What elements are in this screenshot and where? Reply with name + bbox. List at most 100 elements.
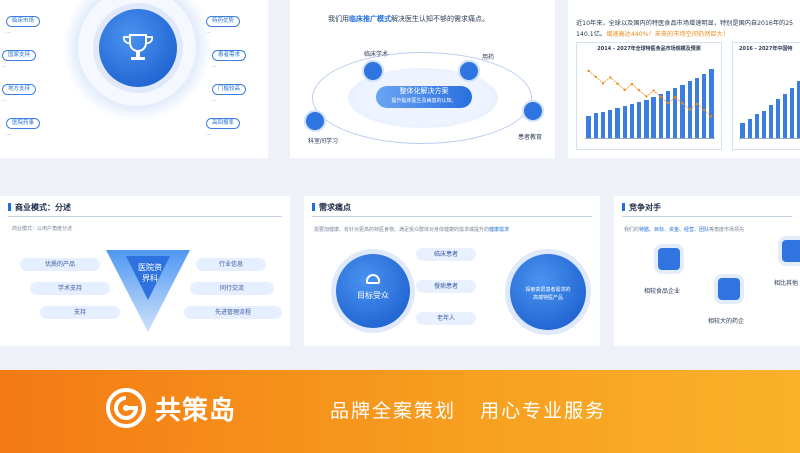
chart2-panel: 2016 - 2027年中国特 bbox=[732, 42, 800, 150]
solution-box: 整体化解决方案 提升临床医生及病患的认知。 bbox=[376, 86, 472, 108]
slide5-header: 需求痛点 bbox=[312, 202, 351, 213]
slogan: 品牌全案策划 用心专业服务 bbox=[330, 400, 607, 422]
growth-point bbox=[681, 102, 684, 105]
center-badge bbox=[99, 9, 177, 87]
chart-bar bbox=[740, 122, 745, 138]
growth-point bbox=[688, 108, 691, 111]
slide5-intro: 需要加健康、有针对更高的特医食物、满足受众群体对身体健康的需求或提升的健康需求 bbox=[314, 227, 510, 233]
growth-point bbox=[616, 82, 619, 85]
model-pill-left: 支持 bbox=[40, 306, 120, 319]
audience-pill: 老年人 bbox=[416, 312, 476, 325]
chart-bar bbox=[644, 99, 649, 138]
node-patient: 患者教育 bbox=[518, 134, 543, 141]
slide6-rule bbox=[622, 216, 792, 217]
chart-bar bbox=[637, 102, 642, 138]
slide-competitors: 竞争对手 我们的特膳、目标、资金、经营、团队等角度市场领先 相较食品企业 相较大… bbox=[614, 196, 800, 346]
growth-line bbox=[587, 69, 713, 118]
clinical-icon bbox=[362, 60, 384, 82]
chart-bar bbox=[790, 88, 795, 138]
feature-desc: ... bbox=[6, 29, 11, 35]
node-dept: 科室间学习 bbox=[308, 138, 339, 145]
growth-point bbox=[702, 108, 706, 112]
chart-bar bbox=[608, 109, 613, 138]
chart-bar bbox=[702, 73, 707, 138]
slide-demand-pain: 需求痛点 需要加健康、有针对更高的特医食物、满足受众群体对身体健康的需求或提升的… bbox=[304, 196, 600, 346]
slide5-rule bbox=[312, 216, 592, 217]
competitor-card-3: 相比其他 bbox=[774, 280, 799, 287]
slide6-intro: 我们的特膳、目标、资金、经营、团队等角度市场领先 bbox=[624, 227, 745, 233]
feature-desc: ... bbox=[2, 97, 7, 103]
chart-bar bbox=[673, 87, 678, 138]
slide2-title: 我们用临床推广模式解决医生认知不够的需求痛点。 bbox=[328, 15, 489, 23]
growth-point bbox=[594, 75, 598, 79]
market-text-2: 140.1亿。增速高达440%！未来的市场空间仍然巨大！ bbox=[576, 31, 729, 38]
feature-tag: 临床市场 bbox=[6, 16, 41, 27]
chart1-plot bbox=[585, 59, 715, 139]
users-icon bbox=[366, 274, 380, 284]
node-medicine: 用药 bbox=[482, 54, 495, 61]
brand-footer: 共策岛 品牌全案策划 用心专业服务 bbox=[0, 370, 800, 453]
competitor-card-1-icon bbox=[658, 248, 680, 270]
audience-pill: 慢病患者 bbox=[416, 280, 476, 293]
patient-icon bbox=[522, 100, 544, 122]
chart-bar bbox=[694, 78, 700, 138]
chart2-title: 2016 - 2027年中国特 bbox=[739, 46, 793, 52]
model-pill-left: 学术支持 bbox=[30, 282, 110, 295]
audience-circle bbox=[336, 254, 410, 328]
dept-icon bbox=[304, 110, 326, 132]
slide-business-model: 商业模式：分述 商业模式：以用户角度分述 医院资 界科 优质的产品学术支持支持行… bbox=[0, 196, 290, 346]
slide-market-advantages: 临床市场...国家支持...地方支持...医院药事...特药优势...患者需求.… bbox=[0, 0, 268, 158]
growth-point bbox=[645, 95, 648, 98]
slide4-rule bbox=[8, 216, 282, 217]
chart-bar bbox=[665, 91, 671, 138]
growth-point bbox=[652, 89, 655, 92]
medicine-icon bbox=[458, 60, 480, 82]
growth-point bbox=[666, 101, 670, 105]
chart-bar bbox=[709, 69, 714, 138]
growth-point bbox=[609, 76, 612, 79]
trophy-icon bbox=[123, 34, 153, 60]
audience-pill: 临床患者 bbox=[416, 248, 476, 261]
competitor-card-2-icon bbox=[718, 278, 740, 300]
model-pill-left: 优质的产品 bbox=[20, 258, 100, 271]
slide6-header: 竞争对手 bbox=[622, 202, 661, 213]
growth-point bbox=[623, 88, 626, 92]
growth-point bbox=[630, 82, 634, 86]
growth-point bbox=[637, 89, 641, 92]
chart-bar bbox=[775, 98, 781, 138]
node-clinical: 临床学术 bbox=[364, 51, 389, 58]
brand-name: 共策岛 bbox=[155, 396, 237, 426]
chart-bar bbox=[754, 113, 759, 138]
chart-bar bbox=[586, 116, 591, 138]
model-pill-right: 同行交流 bbox=[190, 282, 274, 295]
slide4-subtitle: 商业模式：以用户角度分述 bbox=[12, 226, 73, 232]
feature-tag: 高回报率 bbox=[206, 118, 241, 129]
feature-desc: ... bbox=[206, 29, 211, 35]
slide4-header: 商业模式：分述 bbox=[8, 202, 71, 213]
funnel-shape bbox=[106, 250, 190, 332]
competitor-card-1: 相较食品企业 bbox=[644, 288, 681, 295]
chart-bar bbox=[615, 108, 620, 138]
growth-path bbox=[588, 70, 712, 117]
product-circle bbox=[510, 254, 586, 330]
growth-point bbox=[674, 96, 677, 99]
chart-bar bbox=[680, 84, 685, 138]
orbit-outer bbox=[312, 52, 532, 144]
chart-bar bbox=[622, 106, 627, 138]
chart-bar bbox=[747, 119, 752, 138]
feature-tag: 特药优势 bbox=[206, 16, 241, 27]
competitor-card-2: 相较大的药企 bbox=[708, 318, 745, 325]
feature-desc: ... bbox=[6, 131, 11, 137]
feature-tag: 医院药事 bbox=[6, 118, 41, 129]
model-pill-right: 行业信息 bbox=[196, 258, 266, 271]
growth-point bbox=[601, 82, 605, 85]
slide-market-size: 近10年来，全球以及国内的特医食品市场增速明显，特别是国内自2016年的25 1… bbox=[568, 0, 800, 158]
growth-point bbox=[659, 95, 663, 99]
chart-bar bbox=[797, 81, 800, 138]
feature-desc: ... bbox=[2, 63, 7, 69]
chart-bar bbox=[768, 104, 774, 138]
feature-desc: ... bbox=[206, 131, 211, 137]
growth-point bbox=[695, 102, 699, 106]
competitor-card-3-icon bbox=[782, 240, 800, 262]
product-label: 探索高层患者需求的 高端特医产品 bbox=[525, 287, 571, 301]
